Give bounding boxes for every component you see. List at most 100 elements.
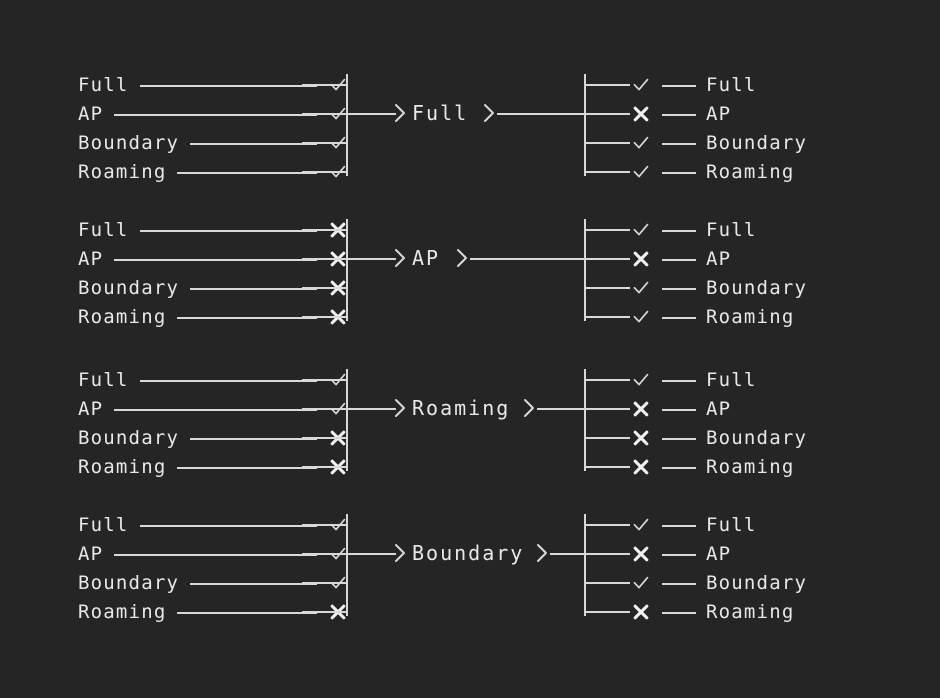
center-node-label: Boundary <box>412 541 525 565</box>
bracket-branch <box>302 113 348 115</box>
output-label: AP <box>706 542 732 565</box>
output-row: AP <box>630 394 920 423</box>
input-arrow-line <box>348 258 396 260</box>
output-row: Boundary <box>630 273 920 302</box>
check-icon <box>630 162 652 182</box>
output-bracket <box>584 500 630 630</box>
output-row: AP <box>630 244 920 273</box>
output-label: Boundary <box>706 131 808 154</box>
cross-icon <box>630 428 652 448</box>
output-row: AP <box>630 539 920 568</box>
input-row: Roaming <box>78 452 348 481</box>
center-node-label: Roaming <box>412 396 511 420</box>
output-row: Full <box>630 70 920 99</box>
output-row: Boundary <box>630 128 920 157</box>
bracket-spine <box>584 369 586 471</box>
bracket-branch <box>302 408 348 410</box>
cross-icon <box>630 399 652 419</box>
connector-line <box>662 437 696 440</box>
connector-line <box>662 142 696 145</box>
connector-line <box>177 466 317 469</box>
bracket-branch <box>584 408 630 410</box>
cross-icon <box>630 104 652 124</box>
bracket-branch <box>302 582 348 584</box>
connector-line <box>190 582 317 585</box>
input-label: Roaming <box>78 600 167 623</box>
bracket-branch <box>584 84 630 86</box>
bracket-branch <box>584 229 630 231</box>
input-bracket <box>302 60 348 190</box>
connector-line <box>662 582 696 585</box>
output-row: Boundary <box>630 423 920 452</box>
cross-icon <box>630 602 652 622</box>
bracket-branch <box>302 171 348 173</box>
check-icon <box>630 278 652 298</box>
output-label: Boundary <box>706 571 808 594</box>
center-node-label: AP <box>412 246 441 270</box>
connector-line <box>139 379 317 382</box>
connector-line <box>177 611 317 614</box>
bracket-branch <box>302 524 348 526</box>
output-label: Roaming <box>706 455 795 478</box>
bracket-branch <box>584 113 630 115</box>
cross-icon <box>630 544 652 564</box>
bracket-branch <box>302 229 348 231</box>
output-row: Roaming <box>630 452 920 481</box>
output-row: Full <box>630 510 920 539</box>
bracket-branch <box>302 379 348 381</box>
bracket-branch <box>302 466 348 468</box>
output-label: Roaming <box>706 600 795 623</box>
bracket-spine <box>346 74 348 176</box>
bracket-branch <box>302 553 348 555</box>
output-row: AP <box>630 99 920 128</box>
input-arrow-line <box>348 553 396 555</box>
connector-line <box>662 524 696 527</box>
input-label: Full <box>78 73 129 96</box>
input-label: Boundary <box>78 131 180 154</box>
check-icon <box>630 75 652 95</box>
bracket-branch <box>584 582 630 584</box>
bracket-branch <box>584 316 630 318</box>
chevron-right-icon <box>393 102 407 124</box>
check-icon <box>630 307 652 327</box>
connector-line <box>662 229 696 232</box>
output-arrow-line <box>496 113 584 115</box>
bracket-spine <box>346 514 348 616</box>
connector-line <box>190 142 317 145</box>
output-label: AP <box>706 247 732 270</box>
bracket-branch <box>584 379 630 381</box>
connector-line <box>662 287 696 290</box>
output-label: Roaming <box>706 160 795 183</box>
input-arrow-line <box>348 113 396 115</box>
center-node-label: Full <box>412 101 469 125</box>
input-label: Full <box>78 513 129 536</box>
bracket-branch <box>584 466 630 468</box>
chevron-right-icon <box>535 542 549 564</box>
check-icon <box>630 515 652 535</box>
chevron-right-icon <box>482 102 496 124</box>
connector-line <box>190 287 317 290</box>
connector-line <box>662 466 696 469</box>
input-label: AP <box>78 247 104 270</box>
connector-line <box>662 316 696 319</box>
bracket-branch <box>584 524 630 526</box>
input-label: AP <box>78 397 104 420</box>
output-row: Full <box>630 365 920 394</box>
check-icon <box>630 220 652 240</box>
connector-line <box>114 113 317 116</box>
connector-line <box>662 553 696 556</box>
input-arrow-line <box>348 408 396 410</box>
bracket-branch <box>584 437 630 439</box>
output-label: AP <box>706 397 732 420</box>
bracket-branch <box>302 611 348 613</box>
input-label: Boundary <box>78 426 180 449</box>
chevron-right-icon <box>522 397 536 419</box>
input-label: Roaming <box>78 160 167 183</box>
output-bracket <box>584 205 630 335</box>
output-arrow-line <box>550 553 584 555</box>
